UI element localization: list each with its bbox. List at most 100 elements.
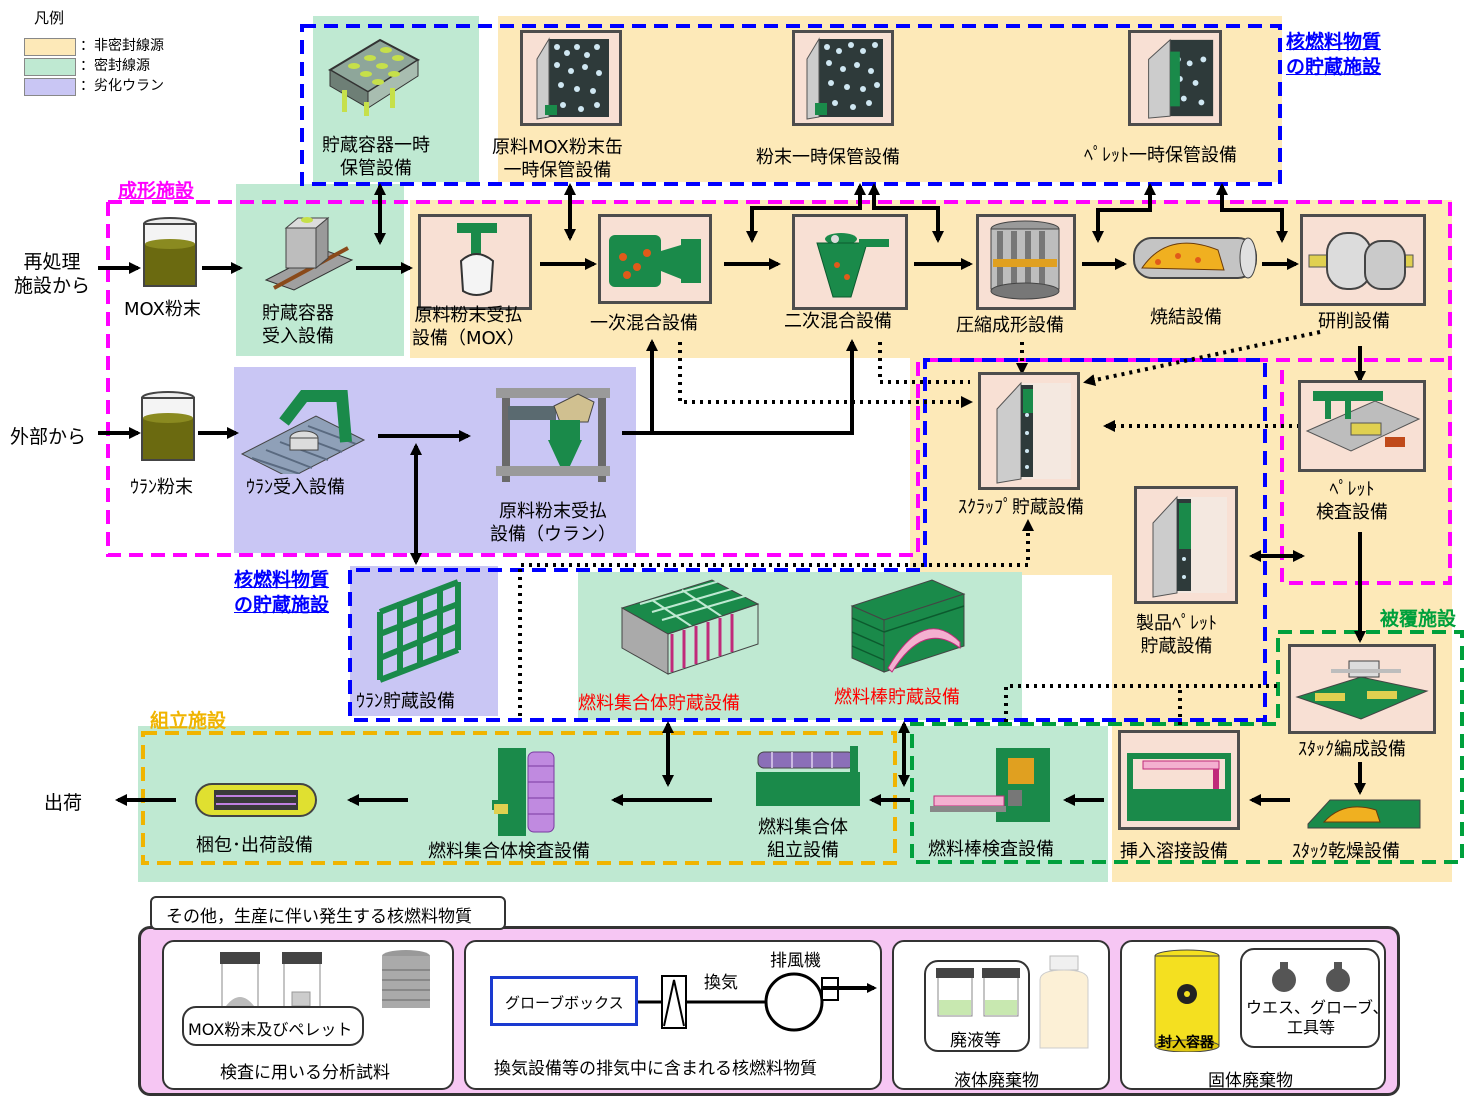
scrap-storage	[978, 372, 1080, 490]
product-pellet-storage	[1134, 486, 1238, 604]
analysis-samples-box: MOX粉末及びペレット 検査に用いる分析試料	[162, 940, 454, 1090]
secondary-mixing-label: 二次混合設備	[784, 311, 892, 332]
stack-drying-icon	[1307, 799, 1421, 829]
storage-top-boundary	[300, 24, 1282, 186]
primary-mixing-label: 一次混合設備	[590, 313, 698, 334]
grinding	[1300, 214, 1426, 306]
scrap-storage-label: ｽｸﾗｯﾌﾟ貯蔵設備	[958, 497, 1084, 518]
facility-title-molding: 成形施設	[118, 180, 195, 202]
facility-title-cladding: 被覆施設	[1380, 608, 1457, 630]
facility-title-storage-mid: 核燃料物質 の貯蔵施設	[234, 569, 330, 616]
compression-molding-label: 圧縮成形設備	[956, 315, 1064, 336]
liquid-bubble-text: 廃液等	[950, 1031, 1001, 1051]
others-header: その他，生産に伴い発生する核燃料物質	[150, 896, 506, 930]
stack-drying-label: ｽﾀｯｸ乾燥設備	[1292, 841, 1400, 862]
cladding-boundary	[910, 630, 1464, 864]
rod-storage-label: 燃料棒貯蔵設備	[834, 687, 960, 708]
liquid-waste-box: 廃液等 液体廃棄物	[892, 940, 1110, 1091]
zone-sealed-container-temp	[313, 16, 479, 182]
uranium-powder-beaker-icon	[141, 391, 195, 461]
rod-inspection-icon	[930, 748, 1050, 822]
analysis-bubble: MOX粉末及びペレット	[182, 1006, 364, 1046]
ventilation-caption: 換気設備等の排気中に含まれる核燃料物質	[494, 1059, 817, 1079]
others-header-text: その他，生産に伴い発生する核燃料物質	[166, 907, 472, 927]
pellet-inspection-label: ﾍﾟﾚｯﾄ 検査設備	[1316, 479, 1388, 523]
glovebox-label-box: グローブボックス	[490, 976, 638, 1026]
raw-powder-mox-label: 原料粉末受払 設備（MOX）	[412, 305, 525, 349]
assembly-storage-label: 燃料集合体貯蔵設備	[578, 693, 740, 714]
container-temp-storage-icon	[328, 38, 420, 116]
fan-label: 排風機	[770, 951, 821, 971]
glovebox-label: グローブボックス	[505, 994, 624, 1012]
pellet-inspection	[1298, 380, 1426, 472]
assembly-inspection-label: 燃料集合体検査設備	[428, 841, 590, 862]
vent-label: 換気	[704, 973, 738, 993]
rod-storage-icon	[850, 579, 966, 673]
solid-caption: 固体廃棄物	[1208, 1071, 1293, 1091]
legend-title: 凡例	[34, 9, 65, 27]
analysis-caption: 検査に用いる分析試料	[220, 1063, 390, 1083]
analysis-bubble-text: MOX粉末及びペレット	[188, 1020, 353, 1039]
secondary-mixing	[792, 214, 908, 310]
legend-label-unsealed: ：非密封線源	[80, 38, 164, 54]
flow-arrows	[98, 183, 1366, 806]
gloves-icon	[1272, 962, 1350, 992]
assembly-storage-icon	[620, 577, 760, 675]
container-temp-storage-label: 貯蔵容器一時 保管設備	[322, 135, 430, 179]
waste-drum-icon	[1154, 949, 1220, 1052]
uranium-receipt-icon	[240, 390, 366, 474]
sintering-furnace-icon	[1133, 237, 1257, 279]
assembly-build-label: 燃料集合体 組立設備	[758, 817, 848, 861]
uranium-storage-rack-icon	[377, 579, 461, 683]
legend: 凡例 ：非密封線源 ：密封線源 ：劣化ウラン	[22, 4, 222, 99]
legend-label-depleted: ：劣化ウラン	[80, 78, 164, 94]
liquid-caption: 液体廃棄物	[954, 1071, 1039, 1091]
stack-forming-label: ｽﾀｯｸ編成設備	[1298, 739, 1406, 760]
insert-welding	[1118, 730, 1240, 830]
mox-powder-label: MOX粉末	[124, 299, 201, 320]
legend-swatch-unsealed	[24, 38, 76, 56]
rod-inspection-label: 燃料棒検査設備	[928, 839, 1054, 860]
mox-powder-beaker-icon	[143, 217, 197, 287]
sintering-label: 焼結設備	[1150, 307, 1222, 328]
product-pellet-storage-label: 製品ﾍﾟﾚｯﾄ 貯蔵設備	[1136, 613, 1217, 657]
shipment-label: 出荷	[44, 792, 83, 814]
waste-bottle-icon	[1039, 955, 1089, 1049]
stack-forming	[1288, 644, 1436, 734]
pellet-temp-storage	[1128, 30, 1222, 126]
ventilation-diagram	[638, 972, 877, 1032]
powder-temp-storage	[792, 30, 894, 126]
uranium-powder-label: ｳﾗﾝ粉末	[130, 477, 193, 498]
grinding-label: 研削設備	[1318, 311, 1390, 332]
packing-container-icon	[195, 783, 317, 817]
uranium-receipt-label: ｳﾗﾝ受入設備	[246, 477, 345, 498]
legend-label-sealed: ：密封線源	[80, 58, 150, 74]
liquid-jars-icon	[936, 968, 1020, 1017]
pellet-temp-storage-label: ﾍﾟﾚｯﾄ一時保管設備	[1084, 145, 1237, 166]
assembly-inspection-icon	[492, 748, 555, 836]
facility-title-assembly: 組立施設	[150, 710, 227, 732]
raw-mox-can-temp-storage	[520, 30, 622, 126]
raw-powder-mox	[418, 214, 532, 310]
solid-waste-box: 封入容器 ウエス、グローブ、 工具等 固体廃棄物	[1120, 940, 1389, 1091]
primary-mixing	[598, 214, 712, 304]
source-reprocessing: 再処理 施設から	[14, 251, 91, 297]
raw-powder-uranium-label: 原料粉末受払 設備（ウラン）	[490, 501, 616, 545]
facility-title-storage-top: 核燃料物質 の貯蔵施設	[1286, 31, 1382, 78]
packing-label: 梱包･出荷設備	[196, 835, 313, 856]
uranium-storage-label: ｳﾗﾝ貯蔵設備	[356, 691, 455, 712]
legend-swatch-sealed	[24, 58, 76, 76]
assembly-build-icon	[756, 746, 860, 806]
ventilation-box: グローブボックス 換気 排風機 換気設備等の排気中に含まれる核燃料物質	[464, 940, 882, 1090]
compression-molding	[976, 214, 1076, 310]
solid-bubble-text: ウエス、グローブ、 工具等	[1246, 998, 1389, 1037]
canister-icon	[382, 950, 430, 1008]
insert-welding-label: 挿入溶接設備	[1120, 841, 1228, 862]
legend-swatch-depleted	[24, 78, 76, 96]
raw-powder-uranium-icon	[496, 388, 610, 482]
source-external: 外部から	[10, 426, 87, 448]
powder-temp-storage-label: 粉末一時保管設備	[756, 147, 900, 168]
container-receipt-icon	[264, 216, 354, 291]
drum-label: 封入容器	[1158, 1035, 1214, 1051]
container-receipt-label: 貯蔵容器 受入設備	[262, 303, 334, 347]
